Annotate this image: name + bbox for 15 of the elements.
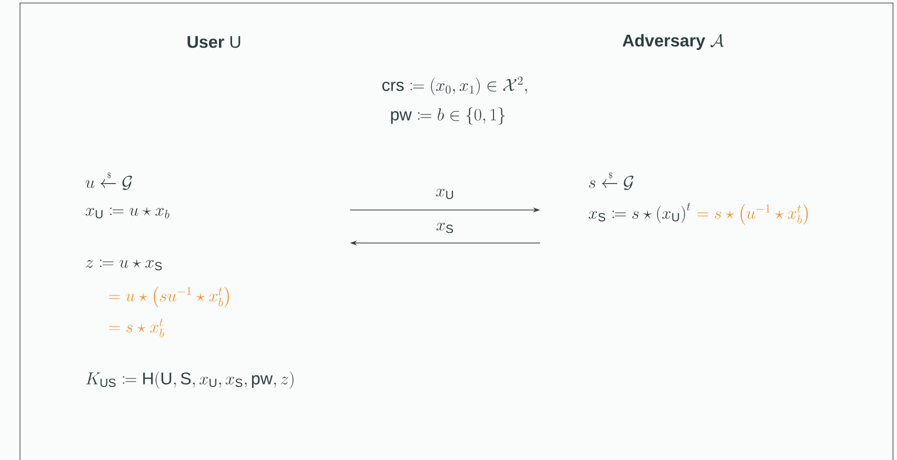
message-label: $x_{\text{S}}$ xyxy=(436,222,453,234)
key-formula: $K_{\text{US}} \coloneqq \text{H}(\text{U}, \text{S}, x_{\text{U}}, x_{\text{S}}, \text{pw}, z)$ xyxy=(86,371,294,389)
sampling-formula: $u \xleftarrow{\scriptscriptstyle\$} \mathcal{G}$ xyxy=(86,172,132,190)
party-heading: $\textbf{Adversary}\ \mathcal{A}$ xyxy=(622,34,724,50)
computation-formula: $z \coloneqq u \star x_{\text{S}}$ xyxy=(86,259,162,270)
derivation-formula: $= u \star \left(s u^{-1} \star x_b^t\right)$ xyxy=(109,286,229,308)
computation-formula: $x_{\text{S}} \coloneqq s \star \left(x_{\text{U}}\right)^t$ xyxy=(588,202,690,224)
derivation-formula: $= s \star x_b^t$ xyxy=(109,318,164,338)
setup-formula: $\text{crs} \coloneqq (x_0, x_1) \in \mathcal{X}^2,$ xyxy=(382,76,528,96)
setup-formula: $\text{pw} \coloneqq b \in \{0,1\}$ xyxy=(391,107,505,125)
computation-formula: $x_{\text{U}} \coloneqq u \star x_b$ xyxy=(86,207,170,218)
derivation-formula: $= s \star \left(u^{-1} \star x_b^t\right)$ xyxy=(697,204,808,225)
sampling-formula: $s \xleftarrow{\scriptscriptstyle\$} \mathcal{G}$ xyxy=(589,172,634,190)
party-heading: $\textbf{User}\ \text{U}$ xyxy=(188,36,240,48)
message-label: $x_{\text{U}}$ xyxy=(436,188,453,200)
